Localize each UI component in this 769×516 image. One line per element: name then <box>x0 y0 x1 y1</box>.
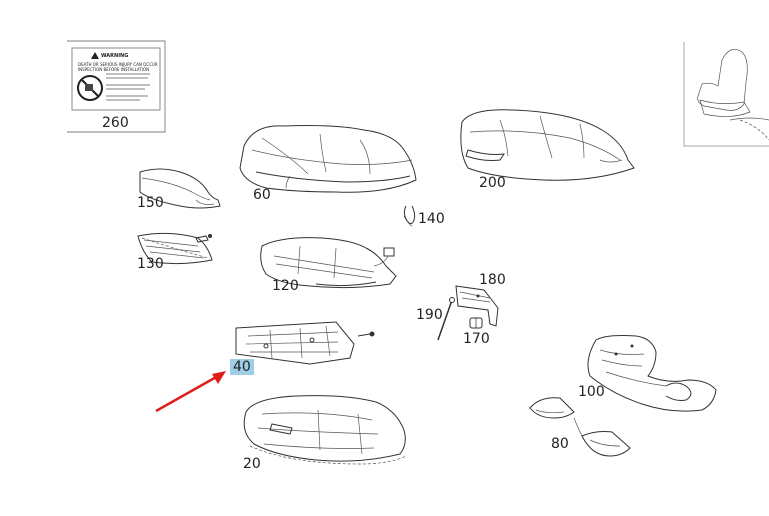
part-130-heating-mat[interactable] <box>137 232 213 265</box>
part-260-warning-label[interactable] <box>67 40 166 133</box>
callout-170[interactable]: 170 <box>463 331 490 347</box>
part-100-seat-shell[interactable] <box>587 335 717 412</box>
callout-260[interactable]: 260 <box>102 115 129 131</box>
callout-120[interactable]: 120 <box>272 278 299 294</box>
callout-140[interactable]: 140 <box>418 211 445 227</box>
callout-130[interactable]: 130 <box>137 256 164 272</box>
callout-200[interactable]: 200 <box>479 175 506 191</box>
part-20-seat-foam[interactable] <box>243 395 407 465</box>
warning-triangle-icon <box>91 52 99 59</box>
part-200-backrest-pad[interactable] <box>460 109 635 181</box>
part-150-foam-pad[interactable] <box>139 168 221 209</box>
callout-40[interactable]: 40 <box>230 359 254 375</box>
callout-190[interactable]: 190 <box>416 307 443 323</box>
callout-20[interactable]: 20 <box>243 456 261 472</box>
warning-label-line-2: INSPECTION BEFORE INSTALLATION <box>78 67 150 72</box>
callout-150[interactable]: 150 <box>137 195 164 211</box>
callout-100[interactable]: 100 <box>578 384 605 400</box>
no-airbag-child-seat-icon <box>77 75 103 101</box>
callout-80[interactable]: 80 <box>551 436 569 452</box>
part-60-seat-cushion[interactable] <box>239 125 417 193</box>
pointer-arrow <box>155 371 226 413</box>
warning-label-line-1: DEATH OR SERIOUS INJURY CAN OCCUR <box>78 62 158 67</box>
warning-label-title: WARNING <box>101 53 129 59</box>
part-180-bracket[interactable] <box>455 285 499 327</box>
part-80-side-trim[interactable] <box>529 397 631 457</box>
part-140-clip[interactable] <box>403 205 416 227</box>
seat-thumbnail-icon[interactable] <box>683 42 769 147</box>
part-170-bushing[interactable] <box>469 317 483 329</box>
part-40-seat-base-frame[interactable] <box>235 321 375 365</box>
part-190-rod[interactable] <box>437 297 455 341</box>
callout-60[interactable]: 60 <box>253 187 271 203</box>
callout-180[interactable]: 180 <box>479 272 506 288</box>
part-120-cushion-frame[interactable] <box>260 237 397 289</box>
